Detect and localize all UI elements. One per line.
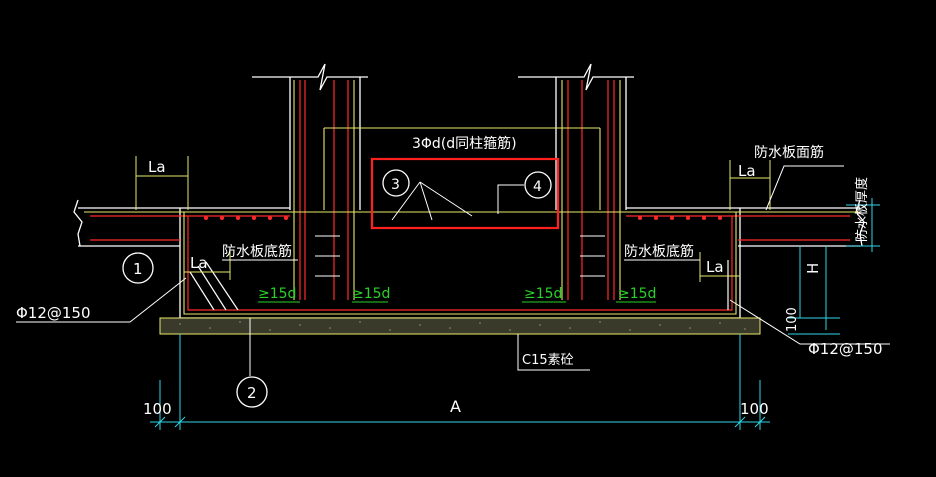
ge15d-label-1: ≥15d	[258, 286, 296, 302]
callout-2: 2	[236, 318, 268, 408]
svg-text:4: 4	[533, 179, 542, 195]
callout-4: 4	[497, 171, 552, 214]
waterproof-bottom-right-label: 防水板底筋	[624, 243, 694, 260]
concrete-speckles	[179, 321, 746, 331]
highlight-box	[370, 157, 560, 230]
rebar-left-label: Φ12@150	[16, 304, 91, 322]
dim-a: A	[450, 397, 461, 416]
column-stirrups	[293, 80, 621, 300]
rebar-leaders	[16, 277, 890, 345]
corner-diagonals	[189, 260, 729, 311]
la-label-inner-right: La	[706, 258, 724, 276]
rebar-dots	[204, 216, 722, 220]
ge15d-label-4: ≥15d	[618, 286, 656, 302]
la-dim-left	[135, 156, 189, 210]
slab-rebars	[90, 215, 850, 311]
ge15d-label-2: ≥15d	[352, 286, 390, 302]
slab-yellow	[84, 211, 860, 315]
la-dim-right	[729, 160, 771, 210]
la-label-right: La	[738, 162, 756, 180]
la-dim-inner-right	[699, 252, 740, 282]
column-rebars	[299, 80, 615, 300]
rebar-right-label: Φ12@150	[808, 340, 883, 358]
svg-text:3: 3	[391, 177, 400, 193]
dim-100-vertical: 100	[785, 307, 800, 332]
waterproof-bottom-left-label: 防水板底筋	[222, 243, 292, 260]
la-dim-inner-left	[184, 250, 231, 280]
column-ties	[315, 235, 605, 277]
h-label: H	[804, 263, 822, 274]
dim-100-right: 100	[740, 400, 769, 418]
waterproof-top-right-label: 防水板面筋	[754, 144, 824, 161]
ge15d-label-3: ≥15d	[524, 286, 562, 302]
la-label-inner-left: La	[190, 254, 208, 272]
svg-text:2: 2	[247, 384, 257, 402]
concrete-label: C15素砼	[522, 353, 574, 368]
callout-3: 3	[382, 169, 473, 221]
thickness-dim	[788, 198, 880, 335]
la-label-left: La	[148, 158, 166, 176]
svg-text:1: 1	[133, 260, 143, 278]
lean-concrete-bed	[159, 317, 761, 335]
callout-1: 1	[122, 252, 154, 284]
concrete-leader	[517, 334, 590, 371]
dim-100-left: 100	[143, 400, 172, 418]
plate-thickness-label: 防水板厚度	[854, 177, 870, 242]
column-right	[518, 63, 634, 210]
bottom-dim	[150, 334, 770, 430]
stirrup-title: 3Φd(d同柱箍筋)	[412, 135, 517, 152]
waterproof-top-right-leader	[765, 165, 844, 211]
column-left	[252, 63, 368, 210]
